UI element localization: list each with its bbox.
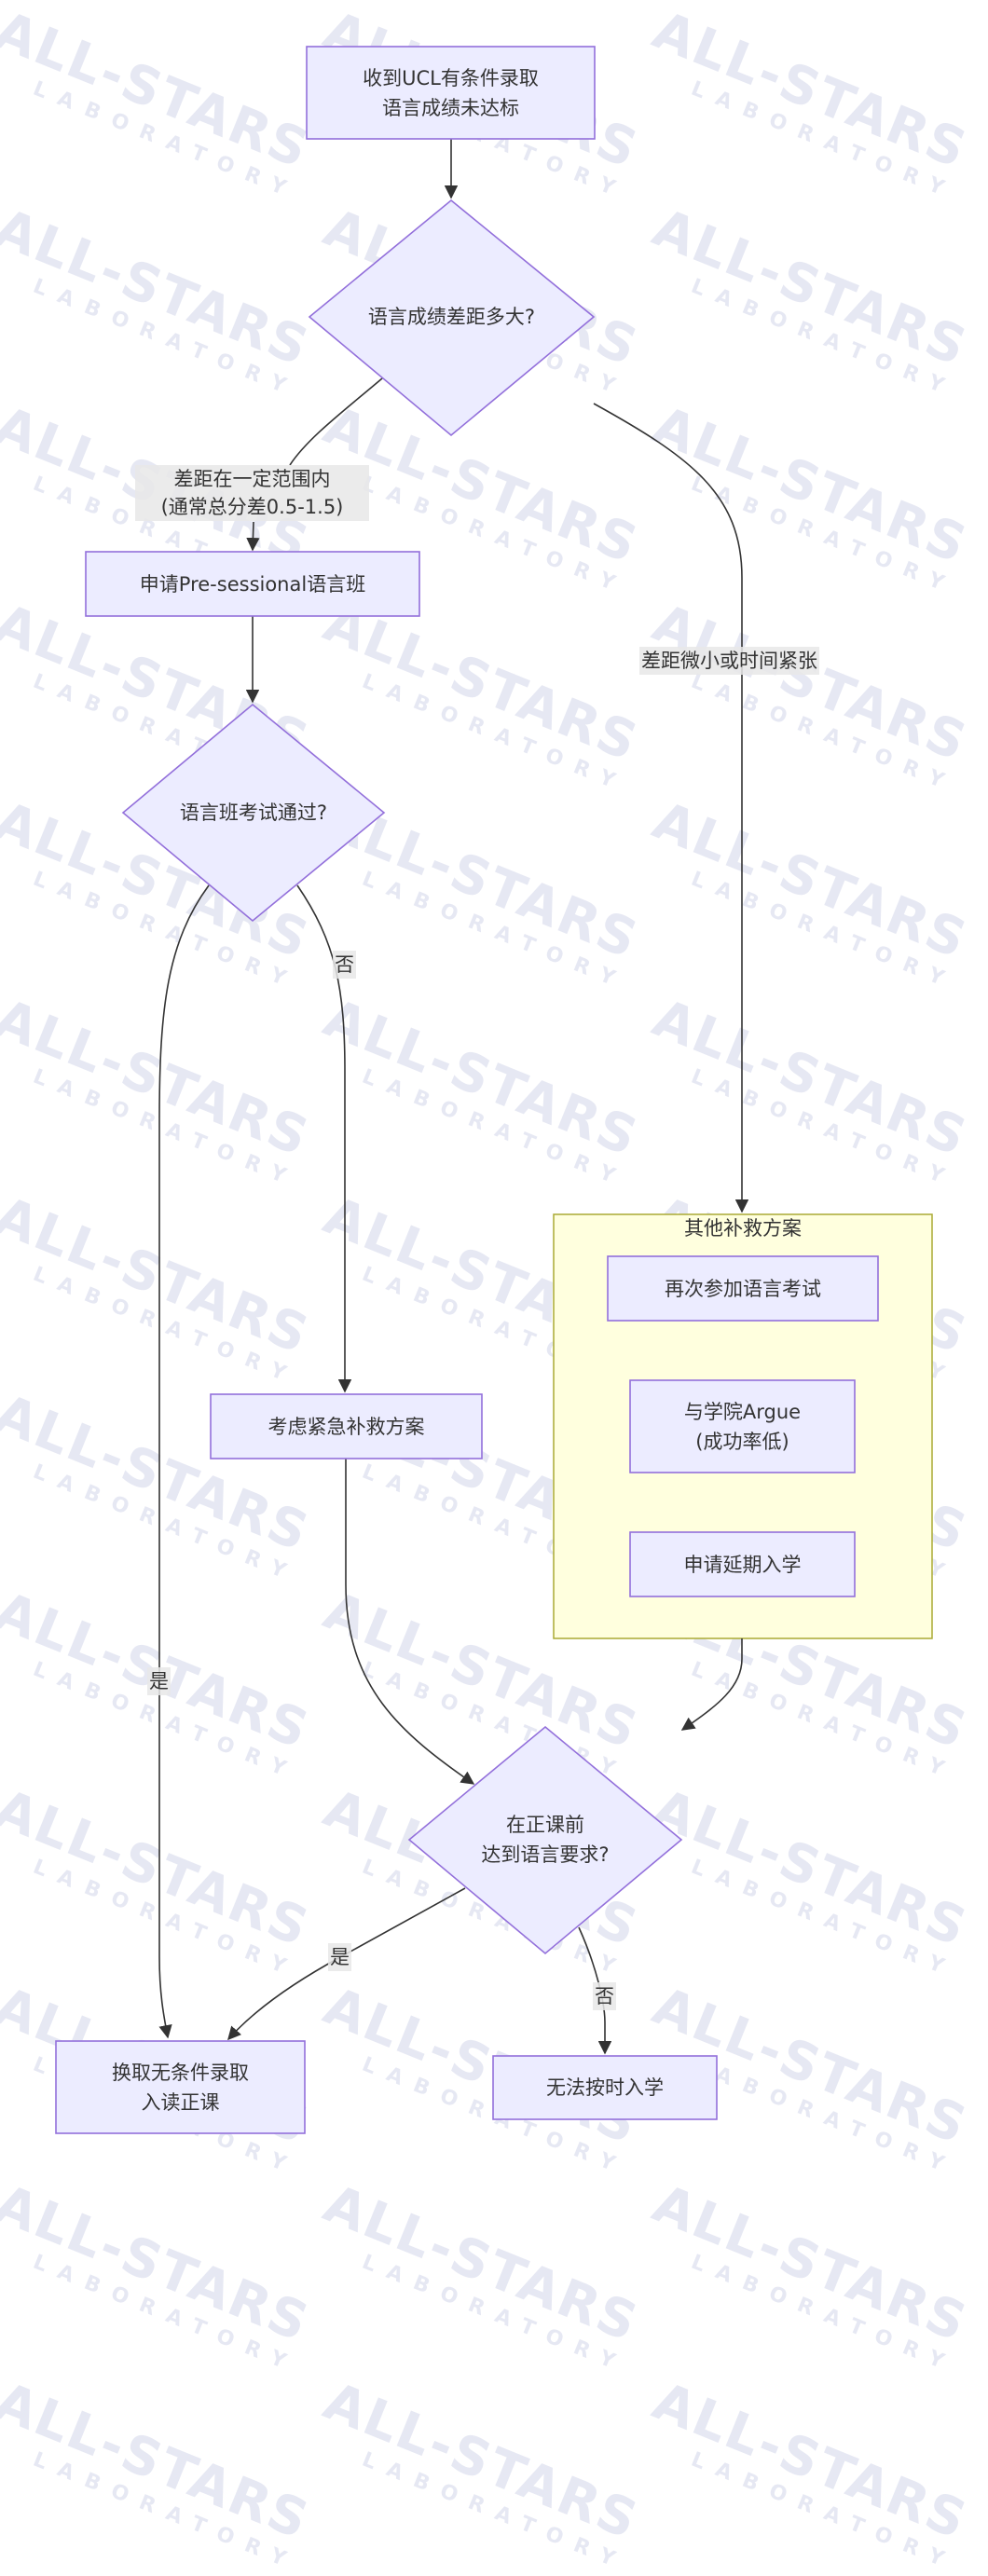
edge-other-to-deadline bbox=[680, 1638, 743, 1731]
node-start bbox=[306, 46, 596, 140]
edge-label-deadline-yes: 是 bbox=[328, 1943, 351, 1971]
edge-label-pass-no: 否 bbox=[333, 951, 356, 979]
edge-label-gap-range: 差距在一定范围内(通常总分差0.5-1.5) bbox=[135, 465, 369, 521]
node-pass-decision bbox=[121, 703, 386, 923]
node-unconditional-label: 换取无条件录取入读正课 bbox=[112, 2061, 249, 2114]
edge-pass-yes bbox=[158, 884, 210, 2039]
edge-label-gap-small: 差距微小或时间紧张 bbox=[639, 647, 819, 675]
node-gap-decision-label: 语言成绩差距多大? bbox=[367, 306, 536, 328]
node-cannot-enroll-label: 无法按时入学 bbox=[546, 2076, 664, 2099]
node-presessional bbox=[85, 551, 420, 617]
edge-emergency-to-deadline bbox=[345, 1459, 475, 1785]
node-emergency-label: 考虑紧急补救方案 bbox=[268, 1415, 425, 1438]
node-defer bbox=[629, 1531, 856, 1597]
cluster-title: 其他补救方案 bbox=[684, 1217, 802, 1240]
edge-range-to-presessional bbox=[246, 521, 260, 552]
node-pass-decision-label: 语言班考试通过? bbox=[179, 802, 328, 824]
node-presessional-label: 申请Pre-sessional语言班 bbox=[139, 572, 366, 596]
node-deadline-decision bbox=[407, 1725, 683, 1955]
flowchart bbox=[55, 46, 933, 2134]
node-retake bbox=[607, 1255, 879, 1322]
node-argue bbox=[629, 1379, 856, 1473]
node-argue-label: 与学院Argue(成功率低) bbox=[683, 1400, 802, 1453]
edge-label-pass-yes: 是 bbox=[147, 1667, 171, 1695]
node-gap-decision bbox=[308, 199, 596, 437]
node-unconditional bbox=[55, 2040, 306, 2134]
edge-label-deadline-no: 否 bbox=[593, 1982, 616, 2010]
edge-gap-to-other bbox=[593, 403, 749, 1213]
node-emergency bbox=[210, 1393, 483, 1459]
node-defer-label: 申请延期入学 bbox=[683, 1553, 802, 1576]
node-start-label: 收到UCL有条件录取语言成绩未达标 bbox=[363, 66, 539, 119]
node-cannot-enroll bbox=[492, 2055, 718, 2120]
node-retake-label: 再次参加语言考试 bbox=[665, 1277, 821, 1300]
node-deadline-decision-label: 在正课前达到语言要求? bbox=[481, 1814, 610, 1866]
edge-gap-to-range-label bbox=[289, 377, 383, 466]
